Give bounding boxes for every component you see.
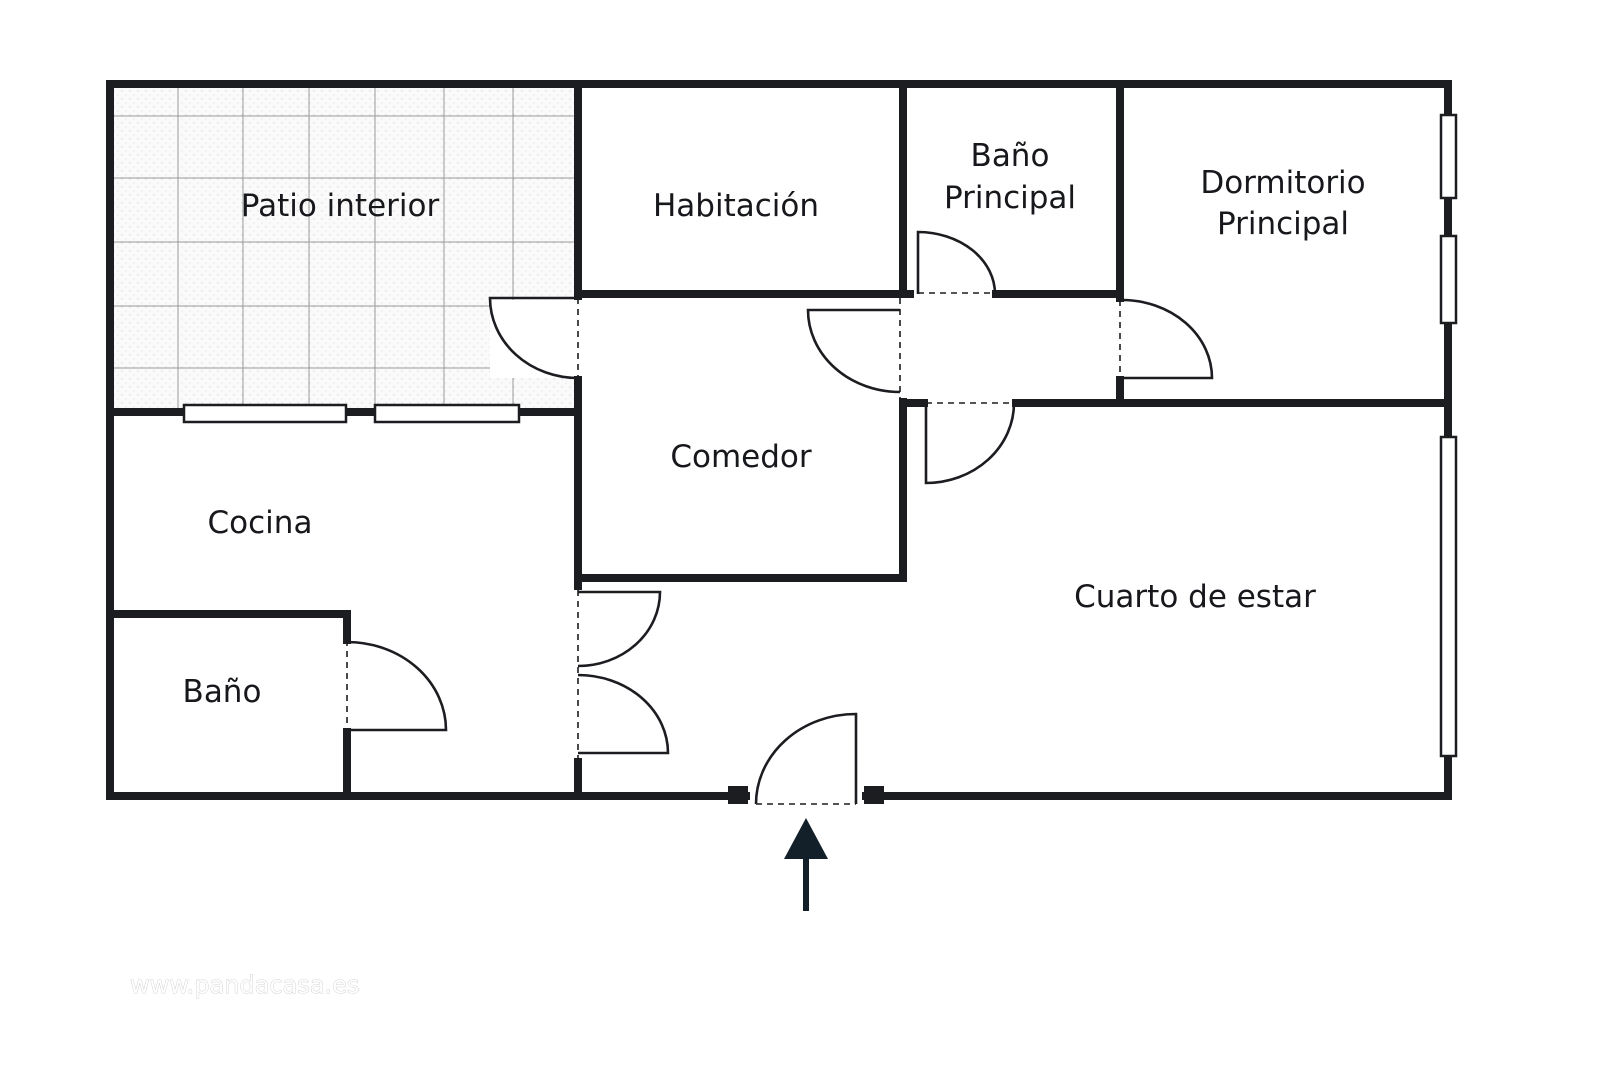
- entrance-door: [754, 712, 858, 805]
- door-openings: [346, 292, 1121, 805]
- hallway-door: [806, 308, 901, 394]
- entrance-arrow-icon: [784, 818, 828, 911]
- patio-door: [488, 296, 579, 380]
- double-door-lower: [577, 673, 670, 755]
- dormitorio-door: [1121, 298, 1214, 380]
- room-label-habitacion: Habitación: [653, 188, 819, 224]
- room-label-cocina: Cocina: [208, 505, 313, 541]
- room-label-patio: Patio interior: [241, 188, 440, 224]
- windows: [182, 113, 1458, 758]
- cuarto-door: [924, 402, 1016, 485]
- bano-door: [346, 640, 448, 732]
- room-label-cuarto: Cuarto de estar: [1074, 579, 1316, 615]
- double-door-upper: [577, 590, 662, 668]
- doors: [346, 230, 1214, 805]
- watermark: www.pandacasa.es: [130, 971, 359, 999]
- room-label-dormitorio: Dormitorio: [1200, 165, 1365, 201]
- patio-tiles: [114, 88, 576, 408]
- room-label-comedor: Comedor: [670, 439, 812, 475]
- room-label-dormitorio-2: Principal: [1217, 206, 1349, 242]
- room-label-bano-principal: Baño: [971, 138, 1050, 174]
- room-label-bano: Baño: [183, 674, 262, 710]
- room-label-bano-principal-2: Principal: [944, 180, 1076, 216]
- bano-principal-door: [916, 230, 997, 295]
